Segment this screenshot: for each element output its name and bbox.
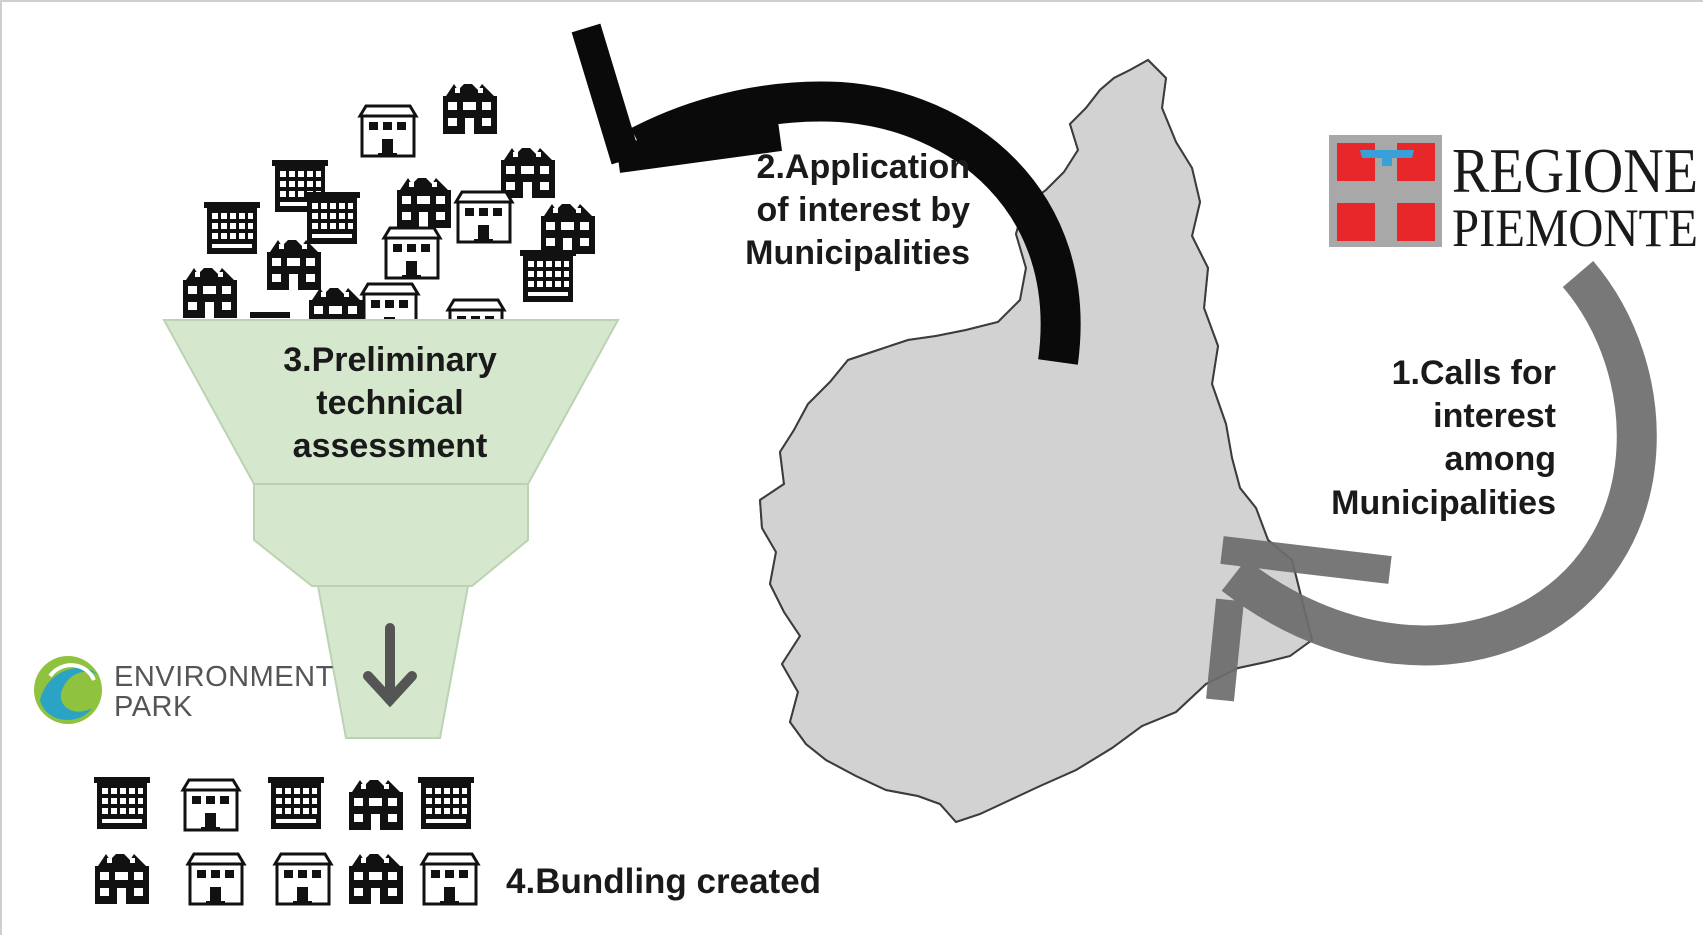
grey-arrow-curve: [1221, 261, 1657, 666]
piemonte-text: PIEMONTE: [1452, 198, 1698, 258]
env-park-line2: PARK: [114, 691, 193, 723]
step4-label: 4.Bundling created: [506, 862, 821, 901]
env-park-line1: ENVIRONMENT: [114, 661, 334, 693]
house-icon: [183, 268, 237, 318]
step3-line3: assessment: [293, 427, 488, 465]
building-icon: [418, 777, 474, 829]
step2-line3: Municipalities: [745, 234, 970, 272]
building-icon: [520, 250, 576, 302]
logo-blue-emblem: [1360, 150, 1414, 166]
regione-text: REGIONE: [1452, 135, 1698, 206]
house-icon: [541, 204, 595, 254]
application-houses-cluster: [183, 84, 595, 353]
house-icon: [420, 852, 480, 907]
building-icon: [268, 777, 324, 829]
house-icon: [501, 148, 555, 198]
step1-line3: among: [1445, 440, 1556, 478]
house-icon: [443, 84, 497, 134]
step1-label: 1.Calls for interest among Municipalitie…: [1331, 354, 1556, 522]
house-icon: [273, 852, 333, 907]
step3-line1: 3.Preliminary: [283, 341, 497, 379]
house-icon: [349, 854, 403, 904]
black-curved-arrow: [571, 23, 1081, 365]
black-arrow-head-right: [615, 121, 783, 173]
house-icon: [186, 852, 246, 907]
house-icon: [358, 104, 418, 159]
house-icon: [382, 226, 442, 281]
step1-line1: 1.Calls for: [1392, 354, 1556, 392]
house-icon: [349, 780, 403, 830]
house-icon: [267, 240, 321, 290]
funnel-middle: [253, 483, 529, 587]
step1-line2: interest: [1433, 397, 1556, 435]
house-icon: [397, 178, 451, 228]
grey-arrow-head-left: [1206, 598, 1244, 702]
down-arrow-icon: [363, 623, 417, 708]
regione-piemonte-logo: REGIONE PIEMONTE: [1329, 135, 1698, 258]
step2-label: 2.Application of interest by Municipalit…: [745, 148, 970, 272]
building-icon: [94, 777, 150, 829]
assessment-funnel: 3.Preliminary technical assessment: [162, 319, 620, 739]
grey-curved-arrow: [1206, 261, 1657, 702]
building-icon: [204, 202, 260, 254]
black-arrow-curve: [630, 81, 1081, 365]
step2-line2: of interest by: [757, 191, 971, 229]
environment-park-logo: ENVIRONMENT PARK: [34, 656, 334, 724]
bundled-houses: [94, 777, 480, 907]
step1-line4: Municipalities: [1331, 484, 1556, 522]
house-icon: [95, 854, 149, 904]
house-icon: [454, 190, 514, 245]
black-arrow-head-up: [571, 23, 641, 165]
building-icon: [304, 192, 360, 244]
step3-line2: technical: [316, 384, 463, 422]
grey-arrow-head-right: [1220, 536, 1392, 584]
house-icon: [181, 778, 241, 833]
step2-line1: 2.Application: [757, 148, 970, 186]
